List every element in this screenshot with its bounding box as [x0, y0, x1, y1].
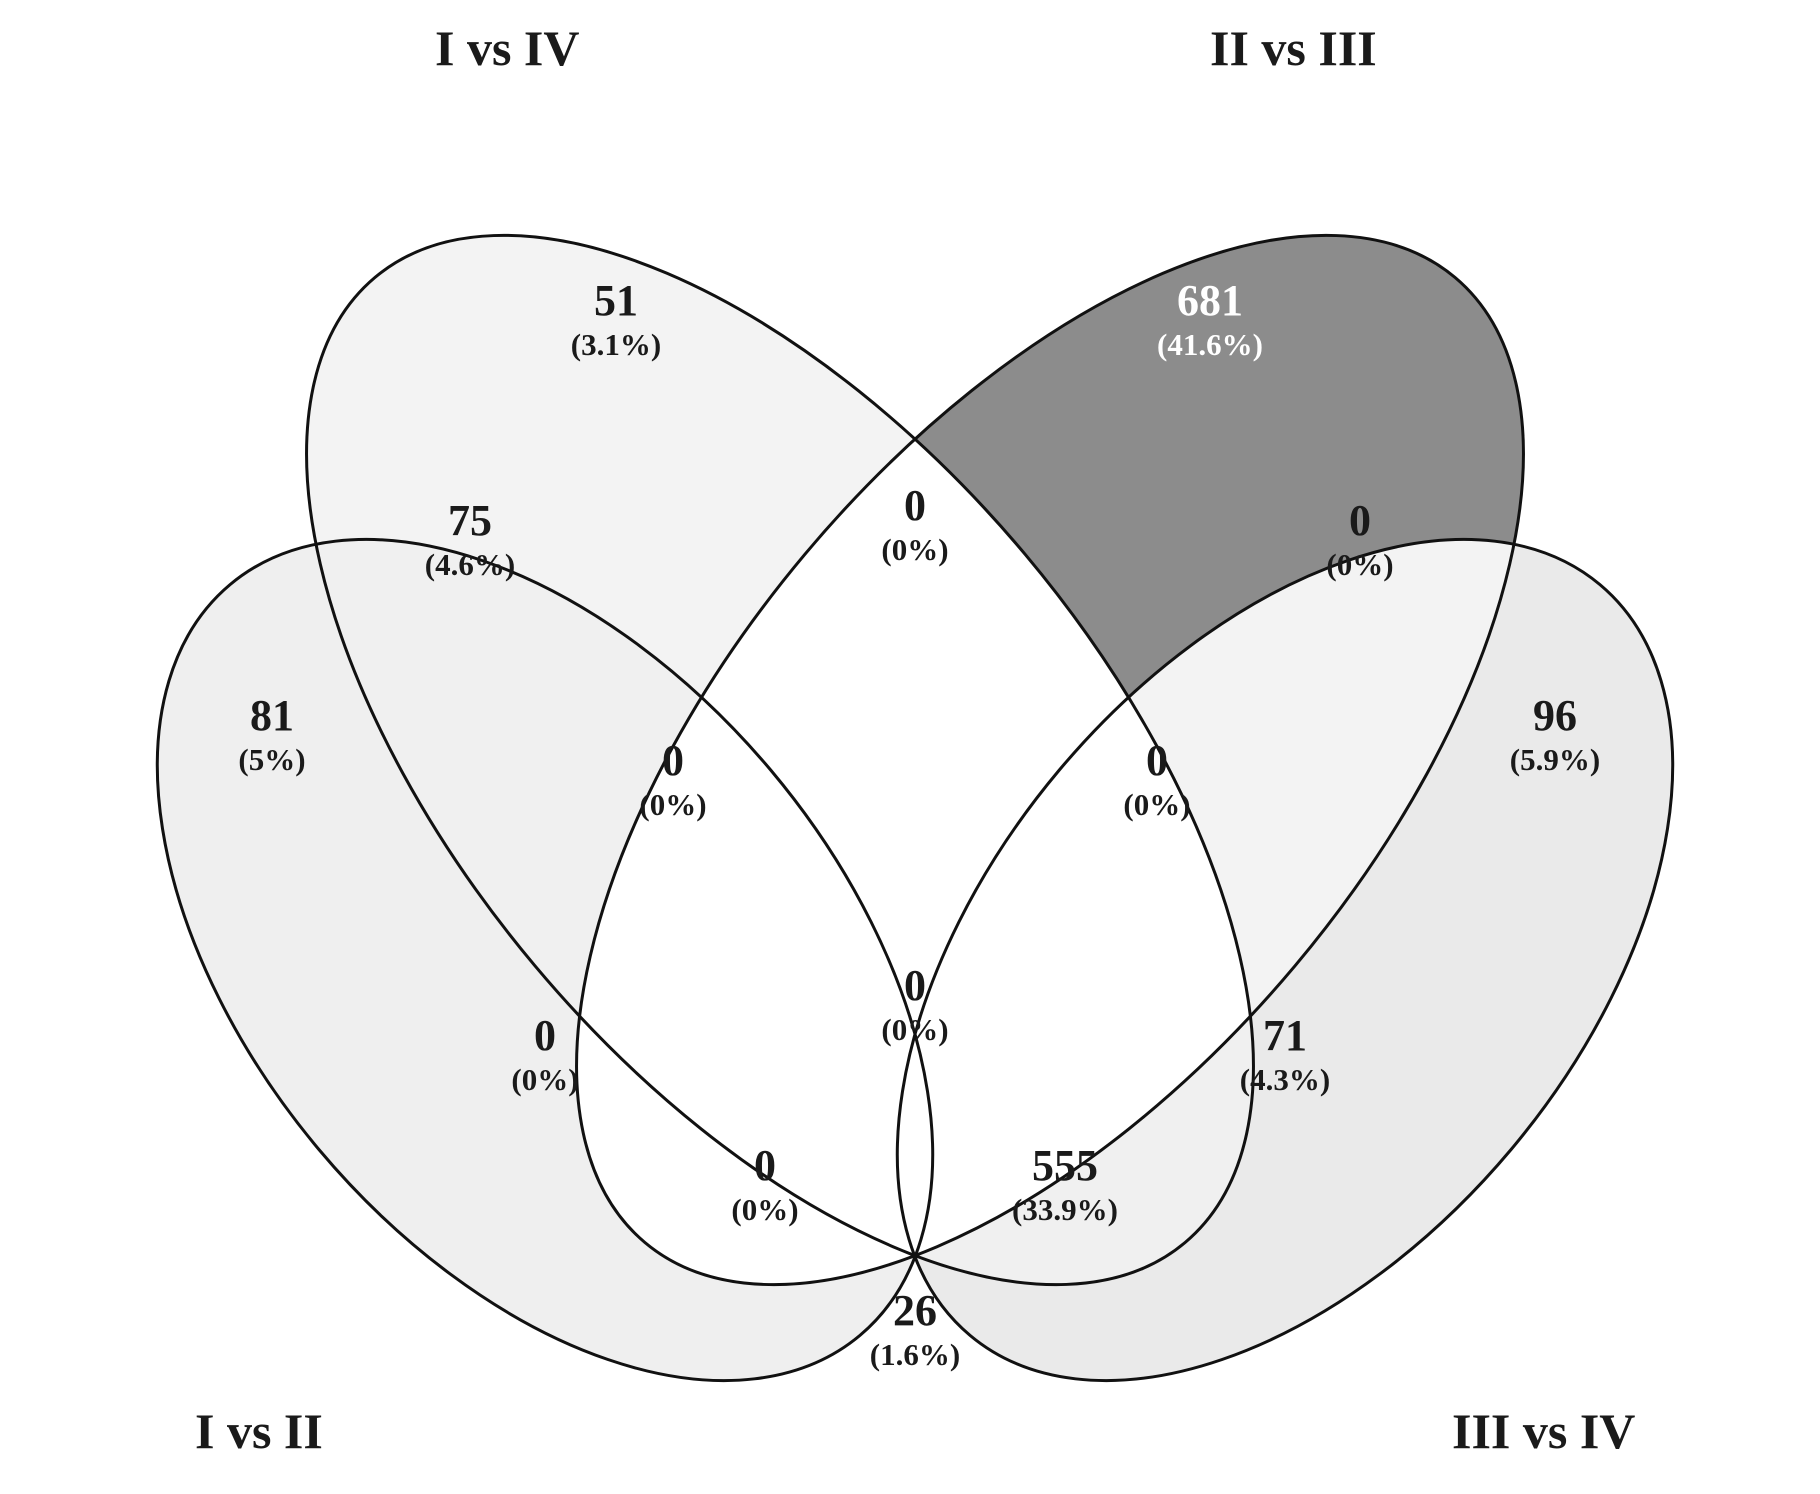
- set-title-i-vs-iv: I vs IV: [435, 20, 579, 76]
- region-percent: (41.6%): [1157, 327, 1263, 362]
- region-count: 75: [448, 496, 492, 545]
- region-count: 0: [904, 481, 926, 530]
- region-percent: (4.3%): [1240, 1062, 1330, 1097]
- region-count: 71: [1263, 1011, 1307, 1060]
- region-abcd: 0 (0%): [881, 961, 948, 1047]
- region-percent: (0%): [881, 1012, 948, 1047]
- region-c: 681 (41.6%): [1157, 276, 1263, 362]
- region-percent: (0%): [1123, 787, 1190, 822]
- set-title-iii-vs-iv: III vs IV: [1452, 1403, 1635, 1459]
- region-bd: 71 (4.3%): [1240, 1011, 1330, 1097]
- set-titles: I vs IV II vs III I vs II III vs IV: [195, 20, 1635, 1459]
- region-count: 26: [893, 1286, 937, 1335]
- set-title-i-vs-ii: I vs II: [195, 1403, 323, 1459]
- region-count: 0: [534, 1011, 556, 1060]
- region-count: 0: [1146, 736, 1168, 785]
- region-count: 0: [904, 961, 926, 1010]
- region-ac: 0 (0%): [511, 1011, 578, 1097]
- region-percent: (0%): [881, 532, 948, 567]
- region-ab: 75 (4.6%): [425, 496, 515, 582]
- region-count: 0: [1349, 496, 1371, 545]
- region-acd: 0 (0%): [731, 1141, 798, 1227]
- region-abd: 555 (33.9%): [1012, 1141, 1118, 1227]
- region-count: 555: [1032, 1141, 1098, 1190]
- region-bc: 0 (0%): [881, 481, 948, 567]
- region-d: 96 (5.9%): [1510, 691, 1600, 777]
- region-abc: 0 (0%): [639, 736, 706, 822]
- set-title-ii-vs-iii: II vs III: [1210, 20, 1377, 76]
- region-count: 51: [594, 276, 638, 325]
- region-percent: (0%): [1326, 547, 1393, 582]
- region-percent: (0%): [731, 1192, 798, 1227]
- region-percent: (0%): [511, 1062, 578, 1097]
- region-b: 51 (3.1%): [571, 276, 661, 362]
- region-percent: (5.9%): [1510, 742, 1600, 777]
- region-count: 96: [1533, 691, 1577, 740]
- region-a: 81 (5%): [238, 691, 305, 777]
- region-percent: (4.6%): [425, 547, 515, 582]
- region-percent: (0%): [639, 787, 706, 822]
- region-count: 81: [250, 691, 294, 740]
- region-percent: (5%): [238, 742, 305, 777]
- region-count: 0: [662, 736, 684, 785]
- region-bcd: 0 (0%): [1123, 736, 1190, 822]
- region-percent: (1.6%): [870, 1337, 960, 1372]
- region-percent: (33.9%): [1012, 1192, 1118, 1227]
- region-count: 0: [754, 1141, 776, 1190]
- region-cd: 0 (0%): [1326, 496, 1393, 582]
- region-count: 681: [1177, 276, 1243, 325]
- region-labels: 81 (5%) 51 (3.1%) 681 (41.6%) 96 (5.9%) …: [238, 276, 1600, 1372]
- region-ad: 26 (1.6%): [870, 1286, 960, 1372]
- region-percent: (3.1%): [571, 327, 661, 362]
